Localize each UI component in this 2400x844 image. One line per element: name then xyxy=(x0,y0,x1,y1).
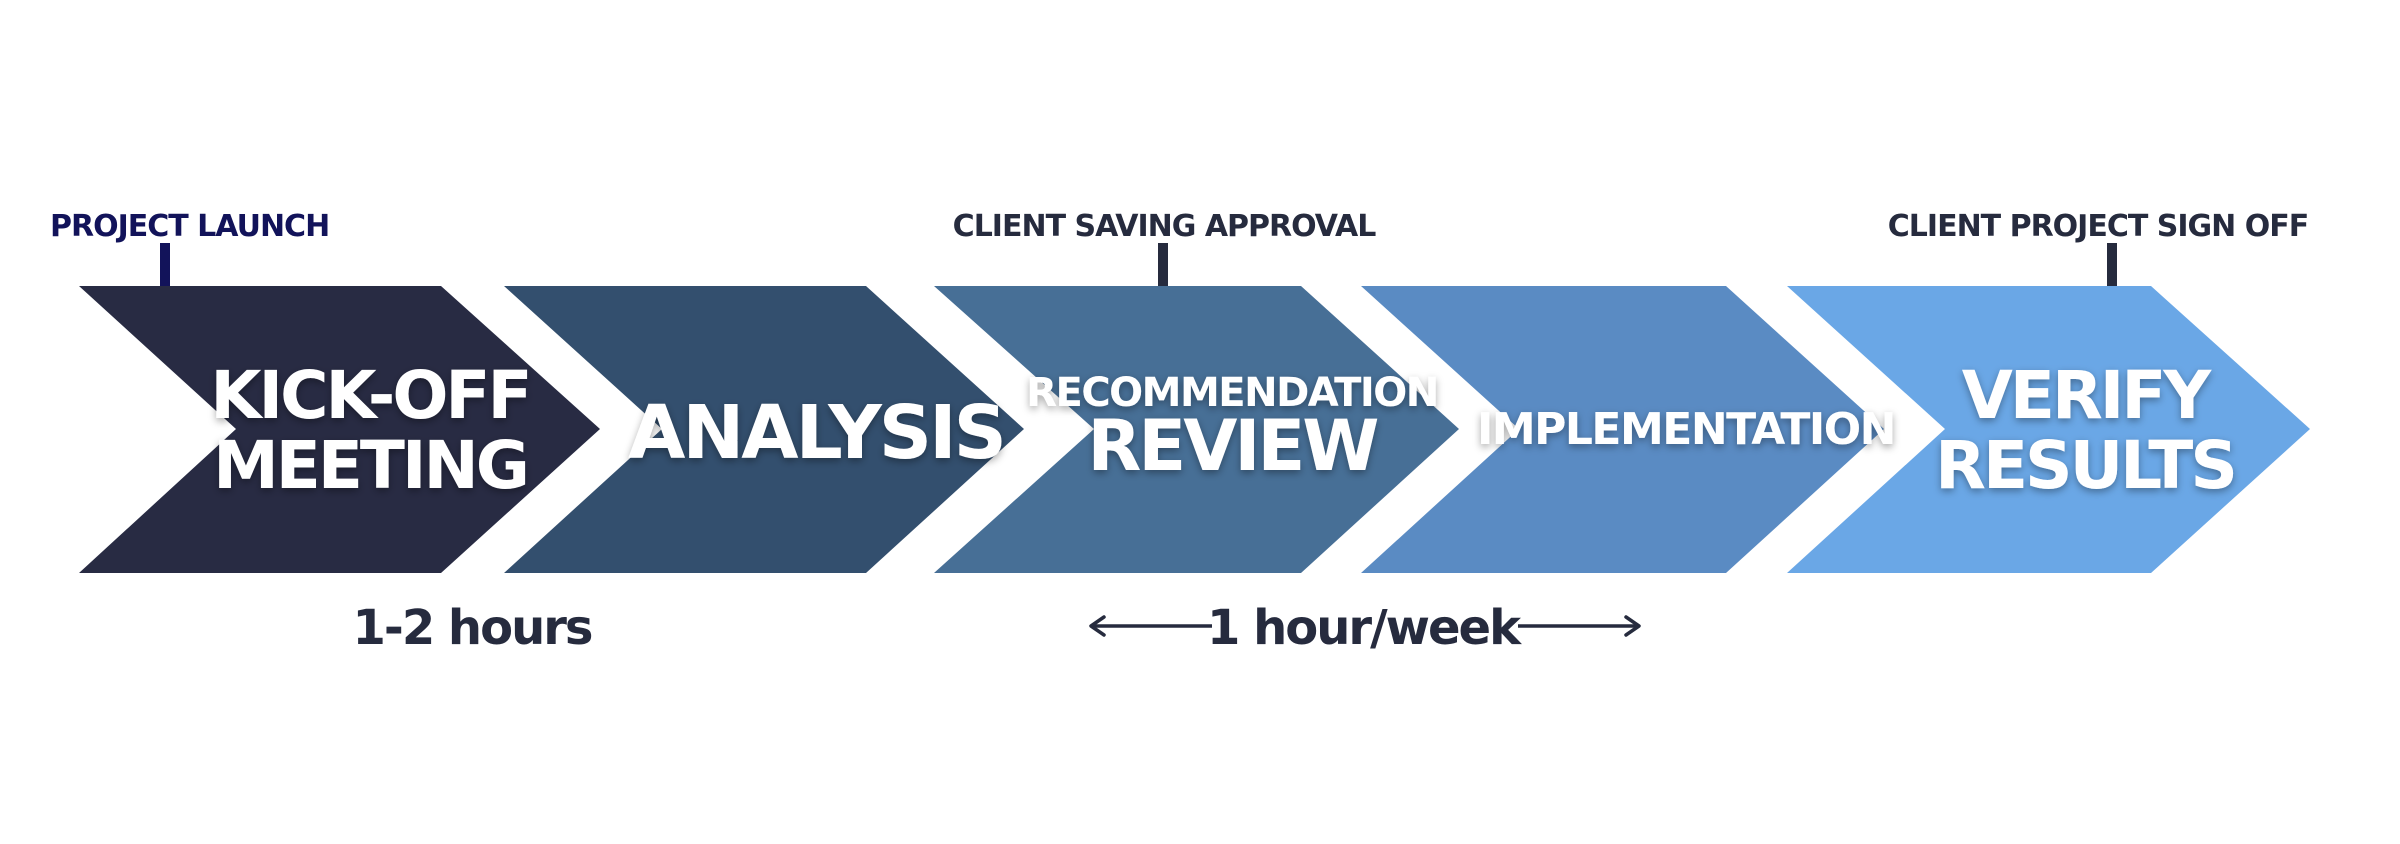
duration-weekly-label: 1 hour/week xyxy=(1207,600,1522,656)
step-kickoff-meeting: KICK-OFF MEETING xyxy=(79,286,600,573)
step-review-line2: REVIEW xyxy=(1088,405,1379,487)
arrow-right-icon xyxy=(1518,615,1641,637)
milestone-project-launch: PROJECT LAUNCH xyxy=(50,209,330,289)
milestone-client-saving-approval: CLIENT SAVING APPROVAL xyxy=(953,209,1377,289)
milestone-label-signoff: CLIENT PROJECT SIGN OFF xyxy=(1888,209,2308,244)
milestone-tick-signoff xyxy=(2107,243,2117,289)
step-review-line1: RECOMMENDATION xyxy=(1026,370,1438,416)
step-analysis: ANALYSIS xyxy=(504,286,1024,573)
chevron-implementation xyxy=(1361,286,1884,573)
step-verify-line1: VERIFY xyxy=(1962,357,2213,434)
step-implementation: IMPLEMENTATION xyxy=(1361,286,1897,573)
arrow-left-icon xyxy=(1089,615,1212,637)
chevron-verify xyxy=(1787,286,2310,573)
milestone-label-approval: CLIENT SAVING APPROVAL xyxy=(953,209,1377,244)
duration-weekly: 1 hour/week xyxy=(1089,600,1641,656)
step-kickoff-line1: KICK-OFF xyxy=(210,357,529,434)
chevron-analysis xyxy=(504,286,1024,573)
milestone-client-project-sign-off: CLIENT PROJECT SIGN OFF xyxy=(1888,209,2309,289)
chevron-review xyxy=(934,286,1459,573)
step-implementation-line1: IMPLEMENTATION xyxy=(1477,404,1895,455)
milestone-tick-launch xyxy=(160,243,170,289)
chevron-kickoff xyxy=(79,286,600,573)
step-verify-line2: RESULTS xyxy=(1935,427,2235,504)
step-kickoff-line2: MEETING xyxy=(213,427,527,504)
step-recommendation-review: RECOMMENDATION REVIEW xyxy=(934,286,1459,573)
step-analysis-line1: ANALYSIS xyxy=(628,390,1004,476)
duration-kickoff: 1-2 hours xyxy=(353,600,592,656)
step-verify-results: VERIFY RESULTS xyxy=(1787,286,2310,573)
milestone-label-launch: PROJECT LAUNCH xyxy=(50,209,329,244)
milestone-tick-approval xyxy=(1158,243,1168,289)
